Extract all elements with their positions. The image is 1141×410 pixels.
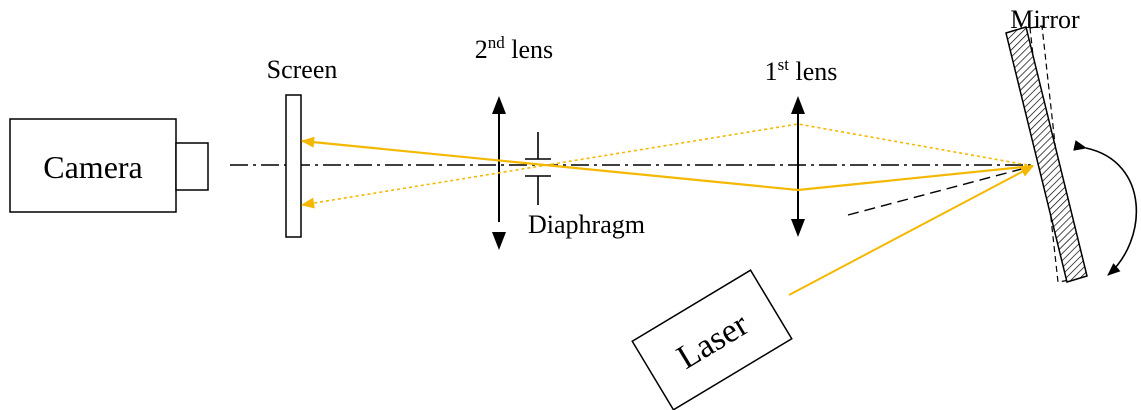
mirror-rotation-arrow: [1073, 140, 1138, 276]
diaphragm-label: Diaphragm: [528, 210, 645, 239]
reflected-beam-dotted: [300, 123, 1034, 209]
mirror-label: Mirror: [1010, 5, 1080, 34]
diaphragm: Diaphragm: [525, 132, 645, 239]
second-lens-label: 2nd lens: [475, 33, 553, 64]
incident-beam: [788, 165, 1034, 296]
mirror-plate: [1005, 26, 1088, 283]
camera-lens-mount: [175, 142, 209, 191]
screen-plate: [285, 94, 302, 238]
camera-body: [9, 118, 177, 213]
camera-label: Camera: [43, 149, 143, 185]
laser-beams: [300, 123, 1034, 296]
first-lens: 1st lens: [765, 55, 838, 237]
first-lens-label: 1st lens: [765, 55, 838, 86]
reflected-beam-solid: [300, 136, 1034, 192]
laser-body: [631, 269, 793, 410]
mirror-normal-line: [847, 165, 1034, 216]
laser: Laser: [631, 269, 793, 410]
second-lens: 2nd lens: [475, 33, 553, 250]
mirror: Mirror: [1005, 5, 1138, 283]
camera: Camera: [9, 118, 209, 213]
screen-label: Screen: [267, 55, 338, 84]
screen: Screen: [267, 55, 338, 238]
